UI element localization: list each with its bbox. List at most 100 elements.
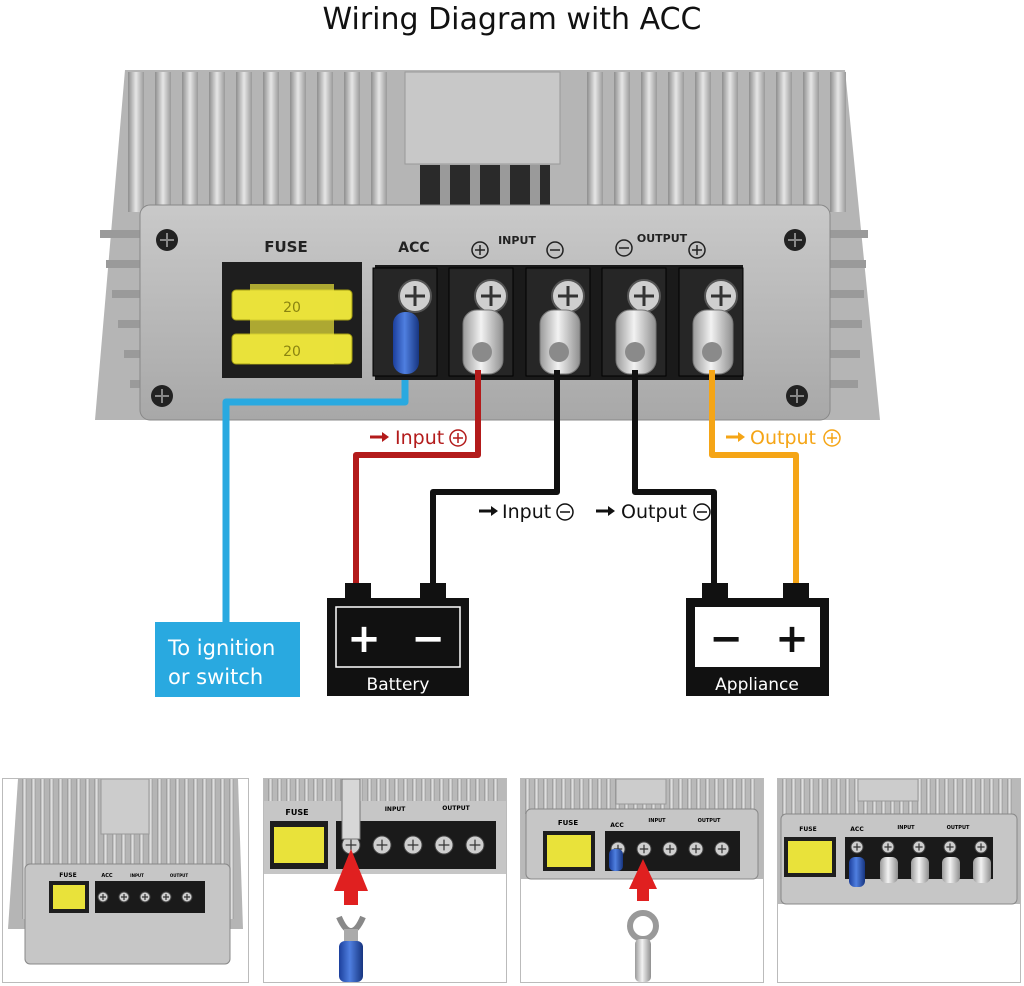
heatsink-fin: [367, 779, 372, 809]
heatsink-fin: [820, 350, 860, 358]
heatsink-fin: [220, 779, 225, 919]
thumb-acc-label: ACC: [101, 873, 113, 879]
heatsink-fin: [317, 72, 333, 212]
heatsink-fin: [998, 779, 1003, 819]
svg-text:Input: Input: [395, 427, 444, 449]
heatsink-fin: [157, 779, 162, 919]
battery-positive-symbol: +: [347, 616, 381, 662]
heatsink-fin: [394, 779, 399, 809]
thumbnail-terminals-connected[interactable]: FUSE ACC INPUT OUTPUT: [777, 778, 1021, 983]
input-positive-label: Input: [370, 427, 467, 449]
wiring-diagram: FUSE 20 20 ACC INPUT OUTPUT Input Input …: [95, 70, 880, 697]
heatsink-fin: [989, 779, 994, 819]
heatsink-fin: [935, 779, 940, 819]
heatsink-fin: [826, 260, 866, 268]
thumb-acc-label: ACC: [610, 822, 624, 829]
heatsink-fin: [100, 230, 140, 238]
plus-icon: [471, 241, 489, 259]
heatsink-fin: [824, 290, 864, 298]
heatsink-fin: [570, 779, 575, 814]
heatsink-fin: [209, 72, 225, 212]
heatsink-fin: [376, 779, 381, 809]
output-positive-wire: [709, 370, 799, 588]
heatsink-fin: [525, 779, 530, 814]
heatsink-fin: [175, 779, 180, 919]
heatsink-fin: [854, 779, 859, 819]
plus-icon: [449, 429, 467, 447]
output-positive-label: Output: [726, 427, 841, 449]
thumbnail-spade-terminal[interactable]: FUSE INPUT OUTPUT: [263, 778, 507, 983]
heatsink-fin: [148, 779, 153, 919]
arrow-up-icon: [629, 859, 657, 889]
heatsink-fin: [953, 779, 958, 819]
heatsink-fin: [166, 779, 171, 919]
heatsink-fin: [182, 72, 198, 212]
svg-text:To ignition: To ignition: [167, 636, 275, 660]
heatsink-fin: [344, 72, 360, 212]
output-negative-terminal: [601, 267, 667, 377]
heatsink-fin: [236, 72, 252, 212]
heatsink-fin: [944, 779, 949, 819]
thumb-input-label: INPUT: [130, 873, 144, 878]
thumb-output-label: OUTPUT: [170, 873, 189, 878]
heatsink-fin: [588, 779, 593, 814]
heatsink-fin: [926, 779, 931, 819]
heatsink-fin: [917, 779, 922, 819]
diagram-title: Wiring Diagram with ACC: [322, 2, 702, 37]
input-negative-label: Input: [479, 501, 574, 523]
plus-icon: [823, 429, 841, 447]
heatsink-fin: [457, 779, 462, 809]
minus-icon: [615, 239, 633, 257]
heatsink-fin: [722, 72, 738, 212]
heatsink-fin: [980, 779, 985, 819]
heatsink-fin: [322, 779, 327, 809]
heatsink-fin: [211, 779, 216, 919]
plus-icon: [688, 241, 706, 259]
heatsink-fin: [669, 779, 674, 814]
appliance-icon: − + Appliance: [686, 583, 829, 696]
heatsink-fin: [614, 72, 630, 212]
thumbnail-converter-front[interactable]: FUSE ACC INPUT OUTPUT: [2, 778, 249, 983]
svg-text:Output: Output: [750, 427, 816, 449]
heatsink-fin: [155, 72, 171, 212]
ignition-box: To ignition or switch: [155, 622, 300, 697]
thumbnail-ring-terminal[interactable]: FUSE ACC INPUT OUTPUT: [520, 778, 764, 983]
heatsink-fin: [606, 779, 611, 814]
heatsink-fin: [705, 779, 710, 814]
heatsink-fin: [687, 779, 692, 814]
heatsink-fin: [723, 779, 728, 814]
thumb-output-label: OUTPUT: [947, 825, 970, 831]
heatsink-fin: [439, 779, 444, 809]
thumb-fuse-label: FUSE: [59, 872, 76, 879]
heatsink-fin: [732, 779, 737, 814]
ring-lug-icon: [692, 309, 734, 375]
heatsink-fin: [749, 72, 765, 212]
heatsink-fin: [696, 779, 701, 814]
heatsink-fin: [371, 72, 387, 212]
fuse-rating: 20: [283, 300, 301, 316]
acc-terminal: [372, 267, 438, 377]
heatsink-fin: [58, 779, 63, 919]
minus-icon: [546, 241, 564, 259]
heatsink-fin: [828, 230, 868, 238]
minus-icon: [693, 503, 711, 521]
heatsink-fin: [286, 779, 291, 809]
heatsink-fin: [121, 779, 126, 919]
heatsink-fin: [1007, 779, 1012, 819]
thumb-input-label: INPUT: [897, 825, 915, 831]
heatsink-fin: [845, 779, 850, 819]
heatsink-fin: [448, 779, 453, 809]
thumb-fuse-label: FUSE: [558, 819, 579, 827]
svg-text:Input: Input: [502, 501, 551, 523]
heatsink-fin: [430, 779, 435, 809]
heatsink-fin: [466, 779, 471, 809]
mounting-screw: [156, 229, 178, 251]
output-label: OUTPUT: [637, 232, 688, 245]
heatsink-fin: [552, 779, 557, 814]
heatsink-fin: [193, 779, 198, 919]
heatsink-fin: [827, 779, 832, 819]
heatsink-fin: [403, 779, 408, 809]
heatsink-fin: [112, 290, 152, 298]
heatsink-fin: [678, 779, 683, 814]
heatsink-fin: [714, 779, 719, 814]
